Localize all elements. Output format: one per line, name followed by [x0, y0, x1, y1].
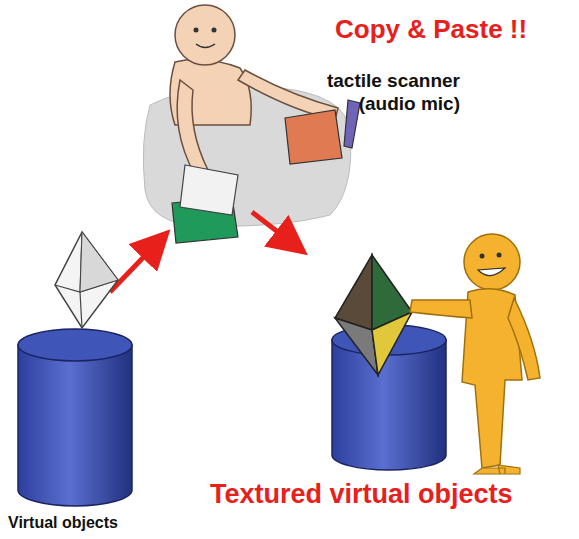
- scanner-label: tactile scanner (audio mic): [290, 70, 460, 116]
- source-label: Virtual objects: [8, 513, 118, 532]
- result-label: Textured virtual objects: [210, 478, 513, 510]
- heading-label: Copy & Paste !!: [335, 14, 527, 45]
